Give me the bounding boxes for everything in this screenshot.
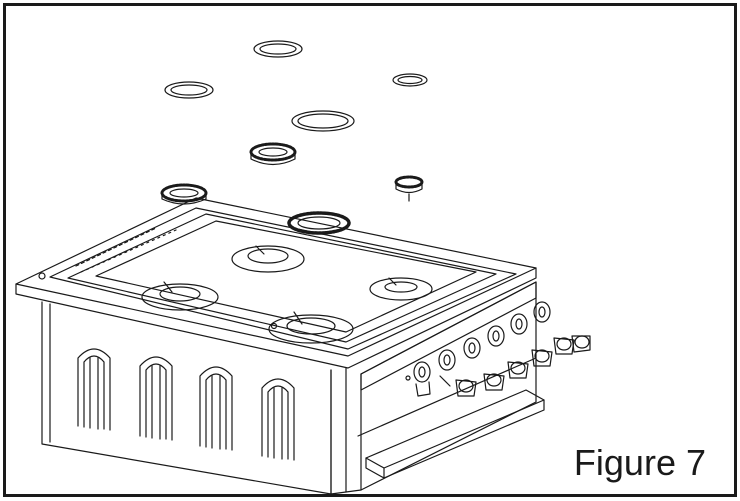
control-knob (487, 325, 529, 379)
control-knob (413, 361, 431, 397)
hob-burner (268, 311, 354, 344)
oven-arch (139, 356, 173, 441)
oven-arch (199, 366, 233, 451)
oven-arch (261, 378, 295, 461)
exploded-cooker-drawing (15, 40, 591, 495)
figure-caption: Figure 7 (573, 442, 706, 483)
oven-arch (77, 348, 111, 431)
burner-cap (392, 73, 428, 87)
hob-burner (369, 277, 433, 301)
hob-burner-group (141, 245, 433, 344)
burner-head-group (160, 142, 424, 235)
control-panel (360, 281, 591, 397)
control-knob (510, 313, 553, 367)
hob-burner (141, 281, 219, 311)
burner-head (160, 183, 208, 205)
door-handle (357, 357, 545, 479)
figure-frame: Figure 7 (3, 3, 737, 497)
control-knob (438, 349, 477, 397)
hob-top (15, 197, 537, 369)
burner-head (394, 175, 424, 202)
control-knob (533, 301, 591, 355)
burner-cap (253, 40, 303, 58)
burner-cap (164, 81, 214, 99)
oven-arch-group (77, 348, 295, 461)
burner-cap-group (164, 40, 428, 132)
burner-cap (291, 110, 355, 132)
burner-head (249, 142, 297, 166)
hob-burner (231, 245, 305, 273)
